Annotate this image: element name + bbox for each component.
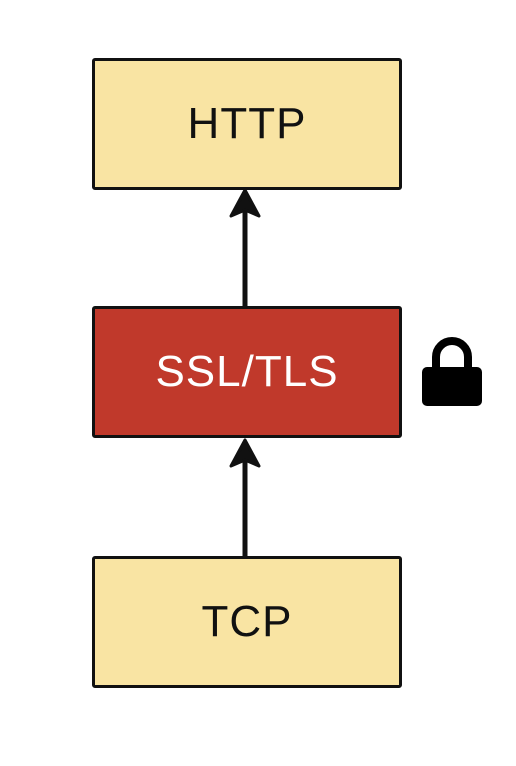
lock-icon — [422, 337, 482, 406]
http-layer-box: HTTP — [92, 58, 402, 190]
ssl-tls-layer-box: SSL/TLS — [92, 306, 402, 438]
ssl-tls-layer-label: SSL/TLS — [155, 347, 339, 396]
tcp-layer-label: TCP — [201, 597, 293, 646]
arrow-tcp-to-ssl — [229, 438, 261, 559]
tcp-layer-box: TCP — [92, 556, 402, 688]
http-layer-label: HTTP — [187, 99, 307, 148]
arrow-ssl-to-http — [229, 188, 261, 309]
